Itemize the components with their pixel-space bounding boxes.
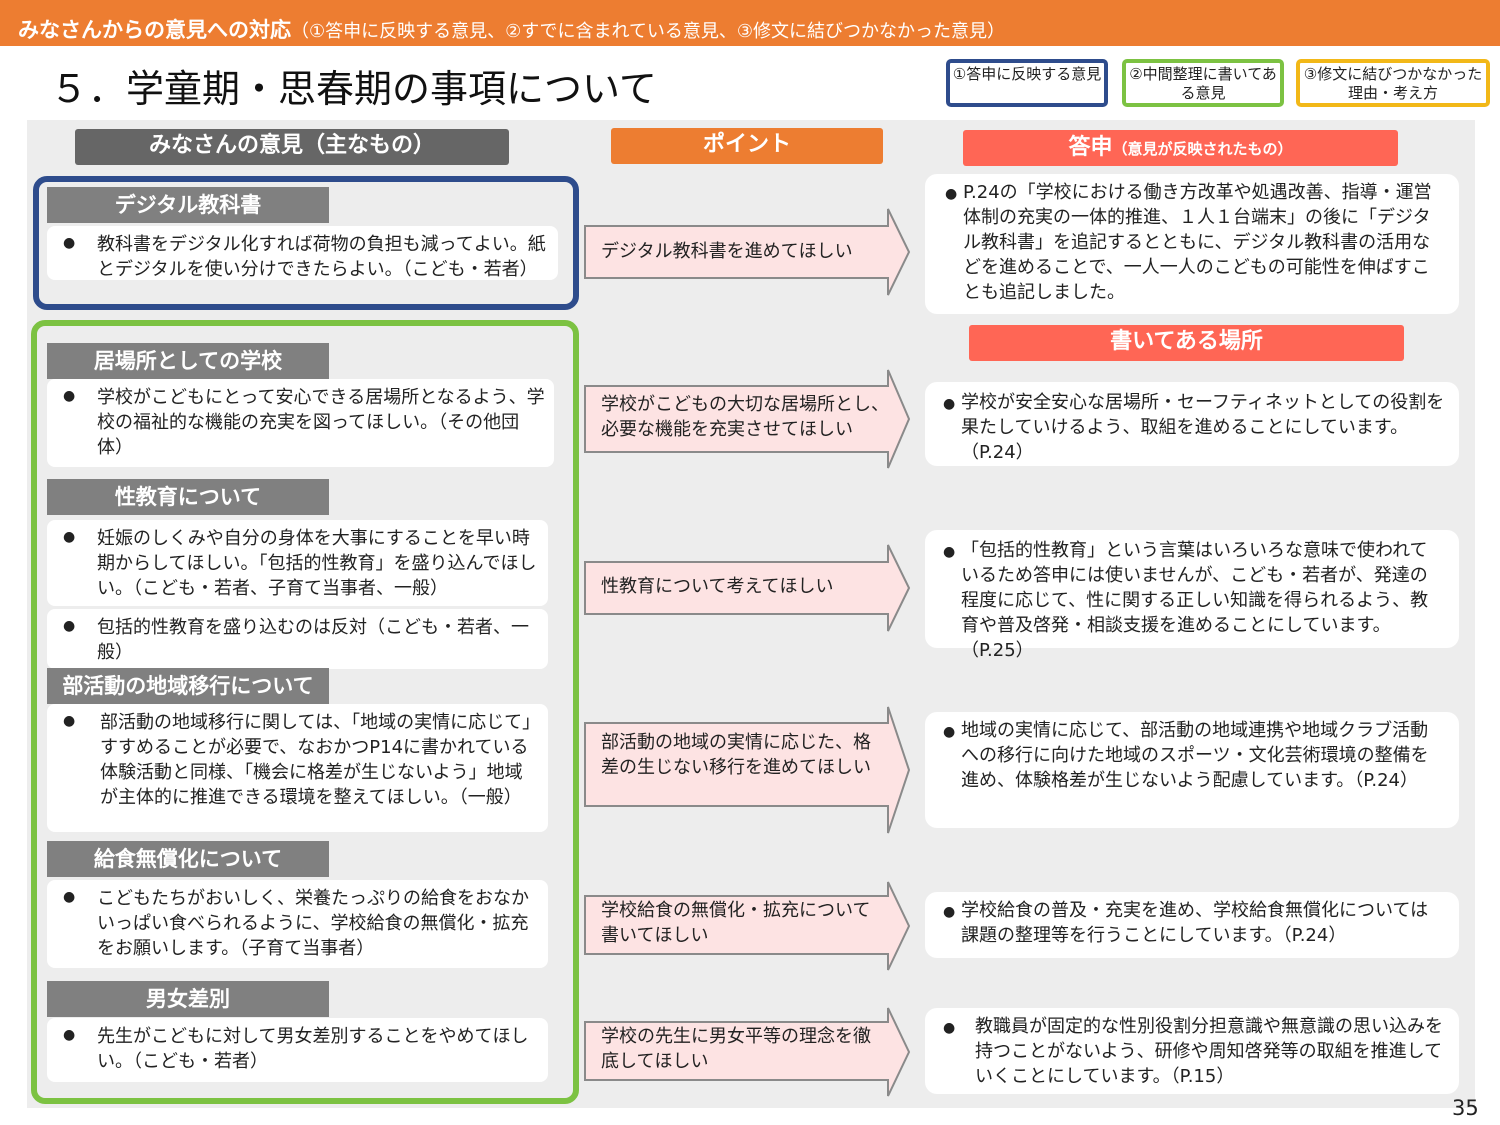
bullet-icon: ● xyxy=(943,904,956,920)
answer-text: 地域の実情に応じて、部活動の地域連携や地域クラブ活動への移行に向けた地域のスポー… xyxy=(961,720,1429,791)
arrow-shape xyxy=(584,208,911,296)
point-arrow: 学校の先生に男女平等の理念を徹底してほしい xyxy=(583,1006,915,1098)
opinion-text: 学校がこどもにとって安心できる居場所となるよう、学校の福祉的な機能の充実を図って… xyxy=(97,387,545,458)
point-text: デジタル教科書を進めてほしい xyxy=(601,241,853,262)
topic-tab-club-activities: 部活動の地域移行について xyxy=(47,668,329,704)
opinions-column-header: みなさんの意見（主なもの） xyxy=(75,129,509,165)
answer-text: 学校が安全安心な居場所・セーフティネットとしての役割を果たしていけるよう、取組を… xyxy=(961,392,1445,463)
bullet-icon: ● xyxy=(63,713,76,729)
point-text: 性教育について考えてほしい xyxy=(601,576,834,597)
opinion-text: 包括的性教育を盛り込むのは反対（こども・若者、一般） xyxy=(97,617,529,663)
point-arrow: 学校給食の無償化・拡充について書いてほしい xyxy=(583,880,915,972)
answer-text: 教職員が固定的な性別役割分担意識や無意識の思い込みを持つことがないよう、研修や周… xyxy=(975,1016,1443,1087)
opinion-card: ● 教科書をデジタル化すれば荷物の負担も減ってよい。紙とデジタルを使い分けできたら… xyxy=(47,226,558,280)
topic-tab-gender-discrimination: 男女差別 xyxy=(47,981,329,1017)
banner-subtitle: （①答申に反映する意見、②すでに含まれている意見、③修文に結びつかなかった意見） xyxy=(291,21,1006,42)
arrow-shape xyxy=(584,1007,911,1097)
legend-reflected: ①答申に反映する意見 xyxy=(946,59,1108,107)
answer-header-label: 答申 xyxy=(1068,135,1113,160)
point-text: 部活動の地域の実情に応じた、格差の生じない移行を進めてほしい xyxy=(601,732,871,778)
point-column-header: ポイント xyxy=(611,128,883,164)
bullet-icon: ● xyxy=(943,1020,956,1036)
bullet-icon: ● xyxy=(63,388,76,404)
point-arrow: 性教育について考えてほしい xyxy=(583,542,915,634)
answer-text: 学校給食の普及・充実を進め、学校給食無償化については課題の整理等を行うことにして… xyxy=(961,900,1429,946)
answer-box: ● P.24の「学校における働き方改革や処遇改善、指導・運営体制の充実の一体的推… xyxy=(925,174,1459,314)
point-arrow: デジタル教科書を進めてほしい xyxy=(583,206,915,298)
opinion-text: 教科書をデジタル化すれば荷物の負担も減ってよい。紙とデジタルを使い分けできたらよ… xyxy=(97,234,546,280)
opinion-text: 先生がこどもに対して男女差別することをやめてほしい。（こども・若者） xyxy=(97,1026,529,1072)
point-arrow: 部活動の地域の実情に応じた、格差の生じない移行を進めてほしい xyxy=(583,705,915,835)
answer-box: ● 「包括的性教育」という言葉はいろいろな意味で使われているため答申には使いませ… xyxy=(925,530,1459,661)
answer-header-note: （意見が反映されたもの） xyxy=(1112,140,1293,158)
opinion-text: こどもたちがおいしく、栄養たっぷりの給食をおなかいっぱい食べられるように、学校給… xyxy=(97,888,529,959)
arrow-shape xyxy=(584,706,911,834)
point-text: 学校給食の無償化・拡充について書いてほしい xyxy=(601,900,871,946)
point-arrow: 学校がこどもの大切な居場所とし、必要な機能を充実させてほしい xyxy=(583,368,915,470)
point-text: 学校の先生に男女平等の理念を徹底してほしい xyxy=(601,1026,871,1072)
topic-tab-sex-education: 性教育について xyxy=(47,479,329,515)
opinion-card: ● 部活動の地域移行に関しては、「地域の実情に応じて」すすめることが必要で、なおか… xyxy=(47,704,548,832)
legend-not-revised: ③修文に結びつかなかった理由・考え方 xyxy=(1296,59,1490,107)
bullet-icon: ● xyxy=(943,396,956,412)
topic-tab-digital-textbook: デジタル教科書 xyxy=(47,187,329,223)
bullet-icon: ● xyxy=(63,235,76,251)
arrow-shape xyxy=(584,369,911,469)
topic-tab-free-school-lunch: 給食無償化について xyxy=(47,841,329,877)
bullet-icon: ● xyxy=(945,186,958,202)
banner-title: みなさんからの意見への対応 xyxy=(18,18,291,42)
top-banner: みなさんからの意見への対応（①答申に反映する意見、②すでに含まれている意見、③修… xyxy=(0,0,1500,46)
bullet-icon: ● xyxy=(63,618,76,634)
arrow-shape xyxy=(584,544,911,632)
bullet-icon: ● xyxy=(63,889,76,905)
already-written-opinions-frame xyxy=(31,320,579,1104)
bullet-icon: ● xyxy=(943,544,956,560)
answer-box: ● 地域の実情に応じて、部活動の地域連携や地域クラブ活動への移行に向けた地域のス… xyxy=(925,712,1459,828)
answer-text: 「包括的性教育」という言葉はいろいろな意味で使われているため答申には使いませんが… xyxy=(961,540,1429,661)
point-text: 学校がこどもの大切な居場所とし、必要な機能を充実させてほしい xyxy=(601,394,889,440)
answer-box: ● 教職員が固定的な性別役割分担意識や無意識の思い込みを持つことがないよう、研修… xyxy=(925,1008,1459,1094)
topic-tab-school-as-place: 居場所としての学校 xyxy=(47,343,329,379)
reflected-opinions-frame xyxy=(33,176,579,310)
answer-column-header: 答申（意見が反映されたもの） xyxy=(963,130,1398,166)
legend-already-written: ②中間整理に書いてある意見 xyxy=(1122,59,1284,107)
opinion-card: ● こどもたちがおいしく、栄養たっぷりの給食をおなかいっぱい食べられるように、学校… xyxy=(47,880,548,968)
bullet-icon: ● xyxy=(63,529,76,545)
opinion-card: ● 先生がこどもに対して男女差別することをやめてほしい。（こども・若者） xyxy=(47,1018,548,1082)
page-number: 35 xyxy=(1452,1096,1479,1120)
written-location-header: 書いてある場所 xyxy=(969,325,1404,361)
opinion-card: ● 学校がこどもにとって安心できる居場所となるよう、学校の福祉的な機能の充実を図っ… xyxy=(47,379,554,467)
answer-text: P.24の「学校における働き方改革や処遇改善、指導・運営体制の充実の一体的推進、… xyxy=(963,182,1432,303)
page-title: ５．学童期・思春期の事項について xyxy=(50,67,657,111)
arrow-shape xyxy=(584,881,911,971)
answer-box: ● 学校給食の普及・充実を進め、学校給食無償化については課題の整理等を行うことに… xyxy=(925,892,1459,958)
bullet-icon: ● xyxy=(943,724,956,740)
opinion-card: ● 妊娠のしくみや自分の身体を大事にすることを早い時期からしてほしい。「包括的性教… xyxy=(47,520,548,606)
answer-box: ● 学校が安全安心な居場所・セーフティネットとしての役割を果たしていけるよう、取… xyxy=(925,382,1459,466)
opinion-text: 妊娠のしくみや自分の身体を大事にすることを早い時期からしてほしい。「包括的性教育… xyxy=(97,528,537,599)
opinion-text: 部活動の地域移行に関しては、「地域の実情に応じて」すすめることが必要で、なおかつ… xyxy=(100,712,532,808)
bullet-icon: ● xyxy=(63,1027,76,1043)
opinion-card: ● 包括的性教育を盛り込むのは反対（こども・若者、一般） xyxy=(47,609,548,669)
